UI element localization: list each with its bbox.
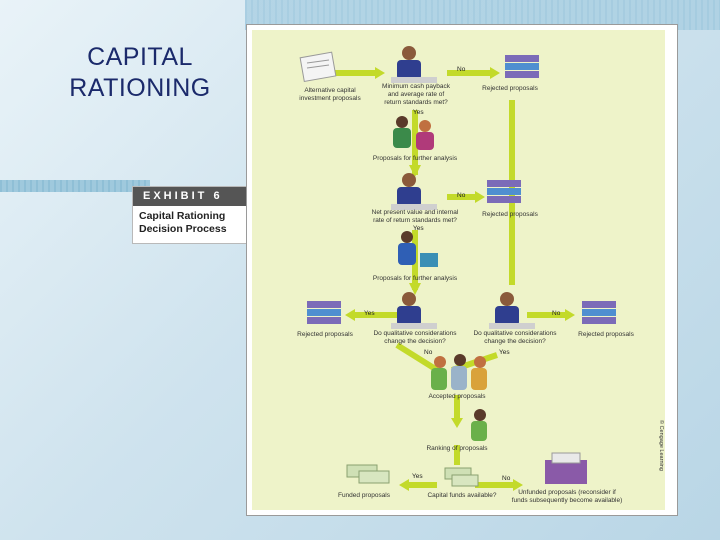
label-ranking: Ranking of proposals: [426, 445, 488, 452]
label-accepted: Accepted proposals: [428, 393, 486, 400]
label-yes-5: Yes: [412, 473, 423, 480]
label-capital-funds: Capital funds available?: [427, 492, 497, 499]
exhibit-title: Capital Rationing Decision Process: [133, 206, 246, 236]
exhibit-title-line-2: Decision Process: [139, 223, 227, 235]
title-line-2: RATIONING: [69, 74, 211, 102]
decorative-stripe-left: [0, 180, 150, 192]
arrow-merge-left: [395, 342, 439, 373]
flowchart-panel: Alternative capital investment proposals…: [246, 24, 678, 516]
person-ranking-icon: [471, 409, 487, 441]
label-npv-standards: Net present value and internal rate of r…: [365, 209, 465, 225]
label-rejected-2: Rejected proposals: [482, 211, 538, 218]
label-yes-4: Yes: [499, 349, 510, 356]
label-no-4: No: [552, 310, 561, 317]
folder-stack-icon: [505, 55, 539, 78]
label-qualitative-left: Do qualitative considerations change the…: [365, 330, 465, 346]
person-desk-icon-2: [391, 173, 437, 210]
label-minimum-1: Minimum cash payback: [382, 83, 450, 90]
label-yes-2: Yes: [413, 225, 424, 232]
label-npv-1: Net present value and internal: [371, 209, 459, 216]
label-unfunded-1: Unfunded proposals (reconsider if: [518, 489, 616, 496]
label-unfunded-2: funds subsequently become available): [511, 497, 623, 504]
person-desk-icon-3: [391, 292, 437, 329]
person-desk-icon: [391, 46, 437, 83]
people-meeting-icon-3: [431, 354, 487, 390]
folder-stack-icon-3: [307, 301, 341, 324]
title-line-1: CAPITAL: [87, 43, 193, 71]
label-qual-right-1: Do qualitative considerations: [473, 330, 557, 337]
label-qualitative-right: Do qualitative considerations change the…: [465, 330, 565, 346]
exhibit-label-box: EXHIBIT 6 Capital Rationing Decision Pro…: [132, 186, 247, 244]
exhibit-tag: EXHIBIT 6: [133, 187, 246, 206]
folder-stack-icon-4: [582, 301, 616, 324]
document-icon: [299, 51, 337, 83]
label-qual-right-2: change the decision?: [484, 338, 546, 345]
folder-stack-icon-2: [487, 180, 521, 203]
image-credit: © Cengage Learning: [658, 420, 664, 471]
label-further-1: Proposals for further analysis: [372, 155, 458, 162]
label-rejected-right: Rejected proposals: [578, 331, 634, 338]
people-meeting-icon: [393, 116, 434, 150]
money-stack-icon-2: [444, 467, 479, 487]
exhibit-title-line-1: Capital Rationing: [139, 210, 226, 222]
label-npv-2: rate of return standards met?: [373, 217, 457, 224]
people-meeting-icon-2: [398, 231, 438, 267]
label-rejected-left: Rejected proposals: [297, 331, 353, 338]
file-box-icon: [545, 452, 587, 484]
label-minimum-standards: Minimum cash payback and average rate of…: [375, 83, 457, 107]
label-no-3: No: [424, 349, 433, 356]
label-alt-proposals-1: Alternative capital: [304, 87, 356, 94]
label-rejected-1: Rejected proposals: [482, 85, 538, 92]
label-no-5: No: [502, 475, 511, 482]
flowchart-background: [252, 30, 665, 510]
label-no-2: No: [457, 192, 466, 199]
person-desk-icon-4: [489, 292, 535, 329]
label-no-1: No: [457, 66, 466, 73]
label-funded: Funded proposals: [337, 492, 391, 499]
flowchart-graphics: [299, 46, 616, 491]
label-further-2: Proposals for further analysis: [372, 275, 458, 282]
label-yes-3: Yes: [364, 310, 375, 317]
label-minimum-3: return standards met?: [384, 99, 448, 106]
label-qual-left-2: change the decision?: [384, 338, 446, 345]
label-alt-proposals-2: investment proposals: [299, 95, 361, 102]
label-unfunded: Unfunded proposals (reconsider if funds …: [507, 489, 627, 505]
label-qual-left-1: Do qualitative considerations: [373, 330, 457, 337]
label-yes-1: Yes: [413, 109, 424, 116]
money-stack-icon: [346, 464, 390, 484]
slide-title: CAPITAL RATIONING: [40, 42, 240, 104]
label-alt-proposals: Alternative capital investment proposals: [295, 87, 365, 103]
label-minimum-2: and average rate of: [387, 91, 445, 98]
